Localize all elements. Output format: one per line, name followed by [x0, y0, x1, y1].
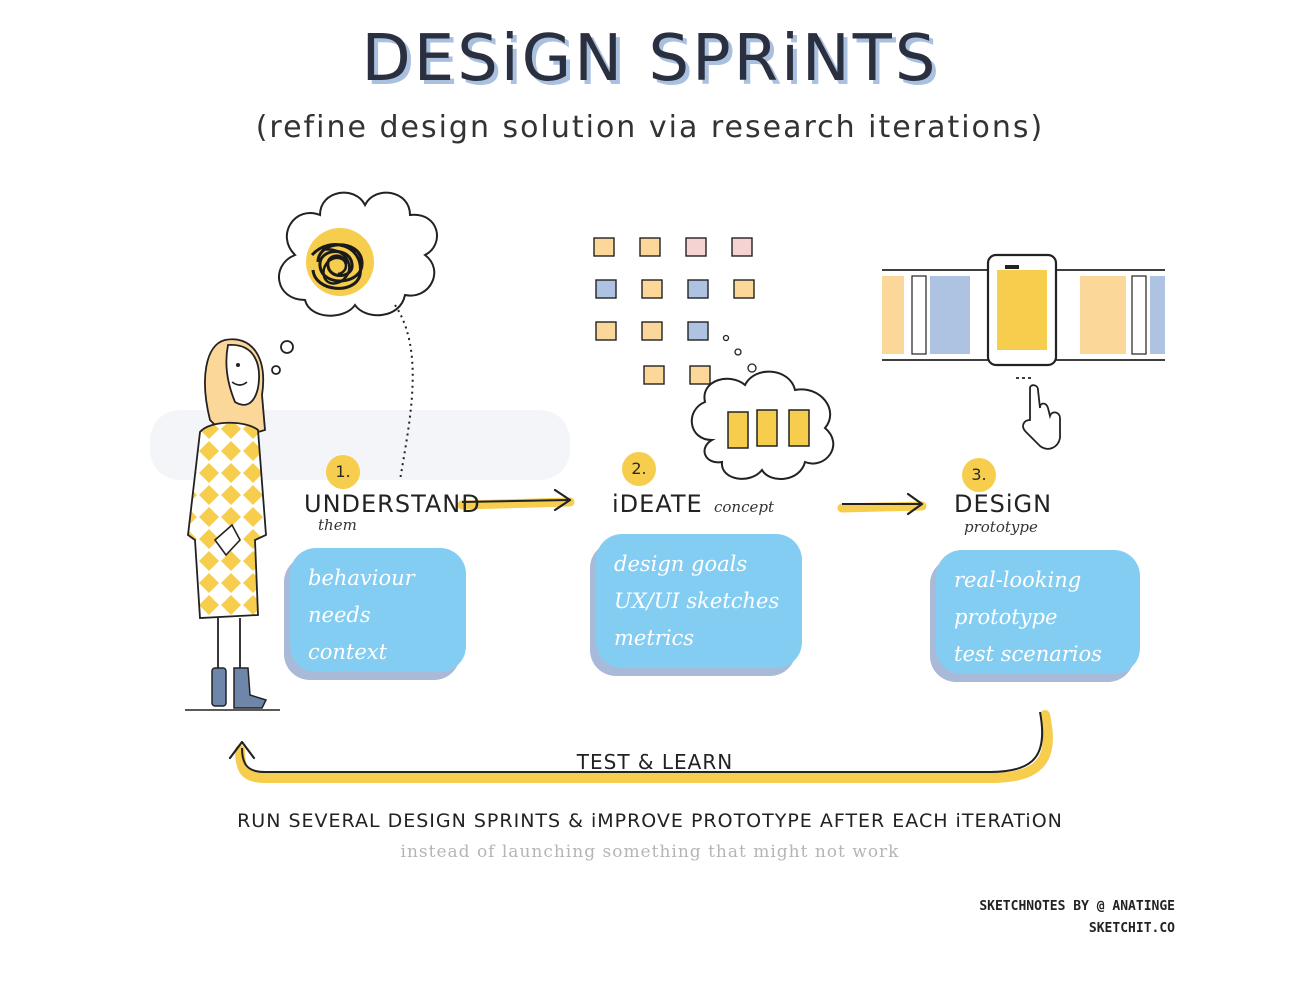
footer-main-text: RUN SEVERAL DESIGN SPRINTS & iMPROVE PRO…	[0, 810, 1300, 832]
step-3-item: test scenarios	[954, 636, 1122, 673]
step-2-item: design goals	[614, 546, 784, 583]
loop-label: TEST & LEARN	[560, 750, 750, 774]
idea-cloud-icon	[692, 372, 833, 479]
sticky-notes-icon	[594, 238, 756, 384]
footer-sub-text: instead of launching something that migh…	[0, 842, 1300, 862]
step-3-label: DESiGN	[954, 490, 1052, 518]
step-1-card: behaviour needs context	[290, 548, 466, 672]
step-3-item: real-looking	[954, 562, 1122, 599]
credit-line-1: SKETCHNOTES BY @ ANATINGE	[880, 896, 1175, 918]
credit-line-2: SKETCHIT.CO	[880, 918, 1175, 940]
step-2-label: iDEATE	[612, 490, 703, 518]
step-3-number: 3.	[962, 458, 996, 492]
step-2-number: 2.	[622, 452, 656, 486]
arrow-right-icon-2	[842, 494, 922, 514]
step-3-sublabel: prototype	[964, 518, 1038, 536]
carousel-icon	[882, 255, 1165, 378]
scribble-icon	[306, 228, 374, 296]
step-3-item: prototype	[954, 599, 1122, 636]
step-1-label: UNDERSTAND	[304, 490, 481, 518]
step-2-card: design goals UX/UI sketches metrics	[596, 534, 802, 668]
credit: SKETCHNOTES BY @ ANATINGE SKETCHIT.CO	[880, 896, 1175, 940]
step-2-item: metrics	[614, 620, 784, 657]
step-1-number: 1.	[326, 455, 360, 489]
step-1-item: context	[308, 634, 448, 671]
step-3-card: real-looking prototype test scenarios	[936, 550, 1140, 674]
pointing-hand-icon	[1023, 385, 1060, 449]
step-1-item: needs	[308, 597, 448, 634]
step-2-sublabel: concept	[714, 498, 774, 516]
step-2-item: UX/UI sketches	[614, 583, 784, 620]
woman-figure-icon	[185, 339, 280, 710]
step-1-item: behaviour	[308, 560, 448, 597]
step-1-sublabel: them	[318, 516, 357, 534]
